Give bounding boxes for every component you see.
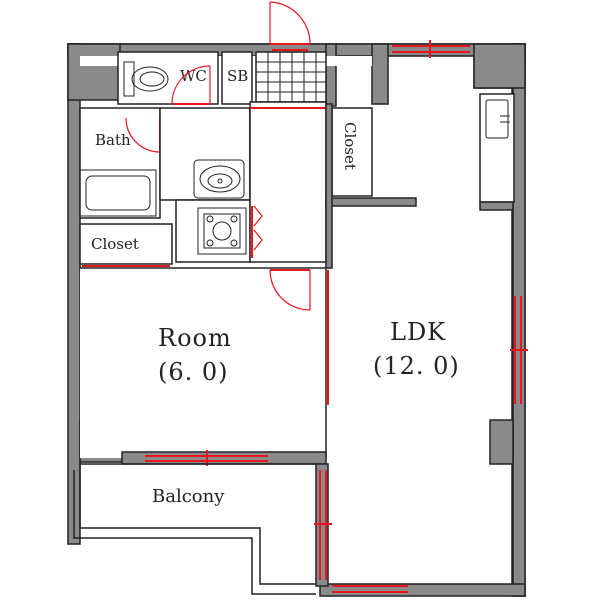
- ldk-name: LDK: [390, 318, 446, 346]
- entrance-door: [269, 1, 311, 51]
- closet-right: Closet: [329, 107, 373, 197]
- room-ldk: LDK (12. 0): [373, 318, 460, 380]
- ldk-size: (12. 0): [373, 352, 460, 380]
- ldk-right-window: [510, 296, 528, 404]
- closet-left: Closet: [79, 223, 173, 267]
- ldk-bottom-window: [332, 585, 408, 593]
- closet-right-label: Closet: [341, 122, 359, 170]
- bath-label: Bath: [95, 131, 131, 149]
- kitchen-counter: [479, 93, 515, 211]
- ldk-balcony-window: [314, 463, 332, 587]
- sb-room: SB: [221, 51, 253, 105]
- sb-label: SB: [227, 67, 248, 85]
- ldk-top-window: [392, 40, 470, 58]
- washer-pan: [175, 199, 251, 263]
- room-western: Room (6. 0): [80, 267, 329, 458]
- washroom: [159, 107, 251, 201]
- wc-label: WC: [180, 67, 207, 85]
- balcony: Balcony: [73, 463, 316, 595]
- entrance-tiles: [255, 51, 327, 103]
- room-name: Room: [158, 324, 232, 352]
- bath-room: Bath: [79, 107, 161, 219]
- balcony-label: Balcony: [152, 486, 225, 507]
- closet-left-label: Closet: [91, 235, 139, 253]
- hallway: [249, 101, 327, 263]
- room-size: (6. 0): [158, 358, 229, 386]
- wc-room: WC: [117, 51, 219, 105]
